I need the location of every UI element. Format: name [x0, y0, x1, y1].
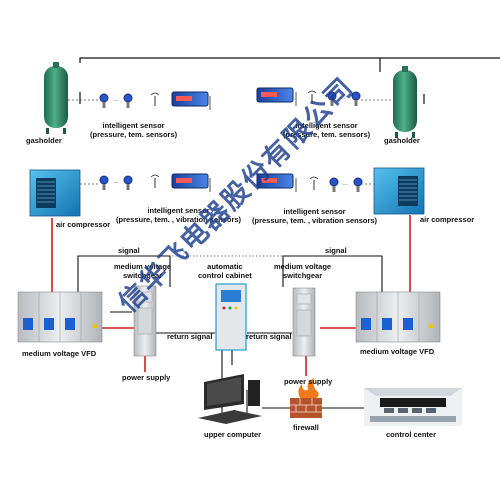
sensor-icon: [123, 175, 133, 190]
display-panel-icon: [171, 173, 211, 192]
sensor-icon: [329, 177, 339, 192]
air-compressor-right-icon: [373, 167, 425, 215]
sensor-mid-left-label: intelligent sensor (pressure, tem. , vib…: [116, 206, 242, 224]
control-cabinet-icon: [215, 283, 247, 351]
display-panel-icon: [171, 91, 211, 110]
gasholder-left-icon: [44, 62, 68, 134]
antenna-icon: [150, 174, 160, 188]
sensor-top-right-label: intelligent sensor (pressure, tem. senso…: [283, 121, 371, 139]
mv-switchgear-right-label: medium voltage switchgear: [274, 262, 332, 280]
vfd-left-label: medium voltage VFD: [22, 349, 97, 358]
display-panel-icon: [256, 173, 297, 192]
sensor-icon: [351, 91, 361, 106]
gasholder-right-label: gasholder: [384, 136, 420, 145]
sensor-top-left-label: intelligent sensor (pressure, tem. senso…: [90, 121, 178, 139]
control-cabinet-label: automatic control cabinet: [198, 262, 252, 280]
antenna-icon: [307, 90, 317, 104]
sensor-mid-right-label: intelligent sensor (pressure, tem. , vib…: [252, 207, 378, 225]
display-panel-icon: [256, 87, 297, 106]
sensor-icon: [123, 93, 133, 108]
svg-text:…: …: [342, 181, 348, 187]
svg-text:…: …: [113, 97, 119, 103]
antenna-icon: [150, 92, 160, 106]
firewall-label: firewall: [293, 423, 319, 432]
vfd-cabinet-left-icon: [17, 291, 103, 343]
sensor-group-top-right: …: [256, 87, 361, 106]
power-lines: [51, 215, 411, 376]
svg-text:…: …: [340, 95, 346, 101]
switchgear-left-icon: [133, 285, 157, 357]
sensor-group-top-left: …: [99, 91, 211, 110]
signal-right-label: signal: [325, 246, 347, 255]
svg-text:…: …: [113, 179, 119, 185]
control-room-icon: [364, 388, 462, 426]
vfd-right-label: medium voltage VFD: [360, 347, 435, 356]
firewall-icon: [290, 378, 322, 418]
air-compressor-left-icon: [29, 169, 81, 217]
sensor-icon: [327, 91, 337, 106]
return-signal-right-label: return signal: [246, 332, 292, 341]
control-center-label: control center: [386, 430, 437, 439]
gasholder-left-label: gasholder: [26, 136, 62, 145]
top-network-line: [79, 57, 500, 104]
sensor-group-mid-right: …: [256, 173, 363, 192]
signal-left-label: signal: [118, 246, 140, 255]
sensor-icon: [99, 93, 109, 108]
air-compressor-right-label: air compressor: [420, 215, 475, 224]
upper-computer-label: upper computer: [204, 430, 262, 439]
power-supply-right-label: power supply: [284, 377, 333, 386]
antenna-icon: [309, 176, 319, 190]
sensor-icon: [99, 175, 109, 190]
sensor-group-mid-left: …: [99, 173, 211, 192]
return-signal-left-label: return signal: [167, 332, 213, 341]
air-compressor-left-label: air compressor: [56, 220, 111, 229]
gasholder-right-icon: [393, 66, 417, 138]
vfd-cabinet-right-icon: [355, 291, 441, 343]
mv-switchgear-left-label: medium voltage switchgear: [114, 262, 172, 280]
sensor-icon: [353, 177, 363, 192]
switchgear-right-icon: [292, 287, 316, 357]
power-supply-left-label: power supply: [122, 373, 171, 382]
computer-icon: [198, 374, 262, 424]
